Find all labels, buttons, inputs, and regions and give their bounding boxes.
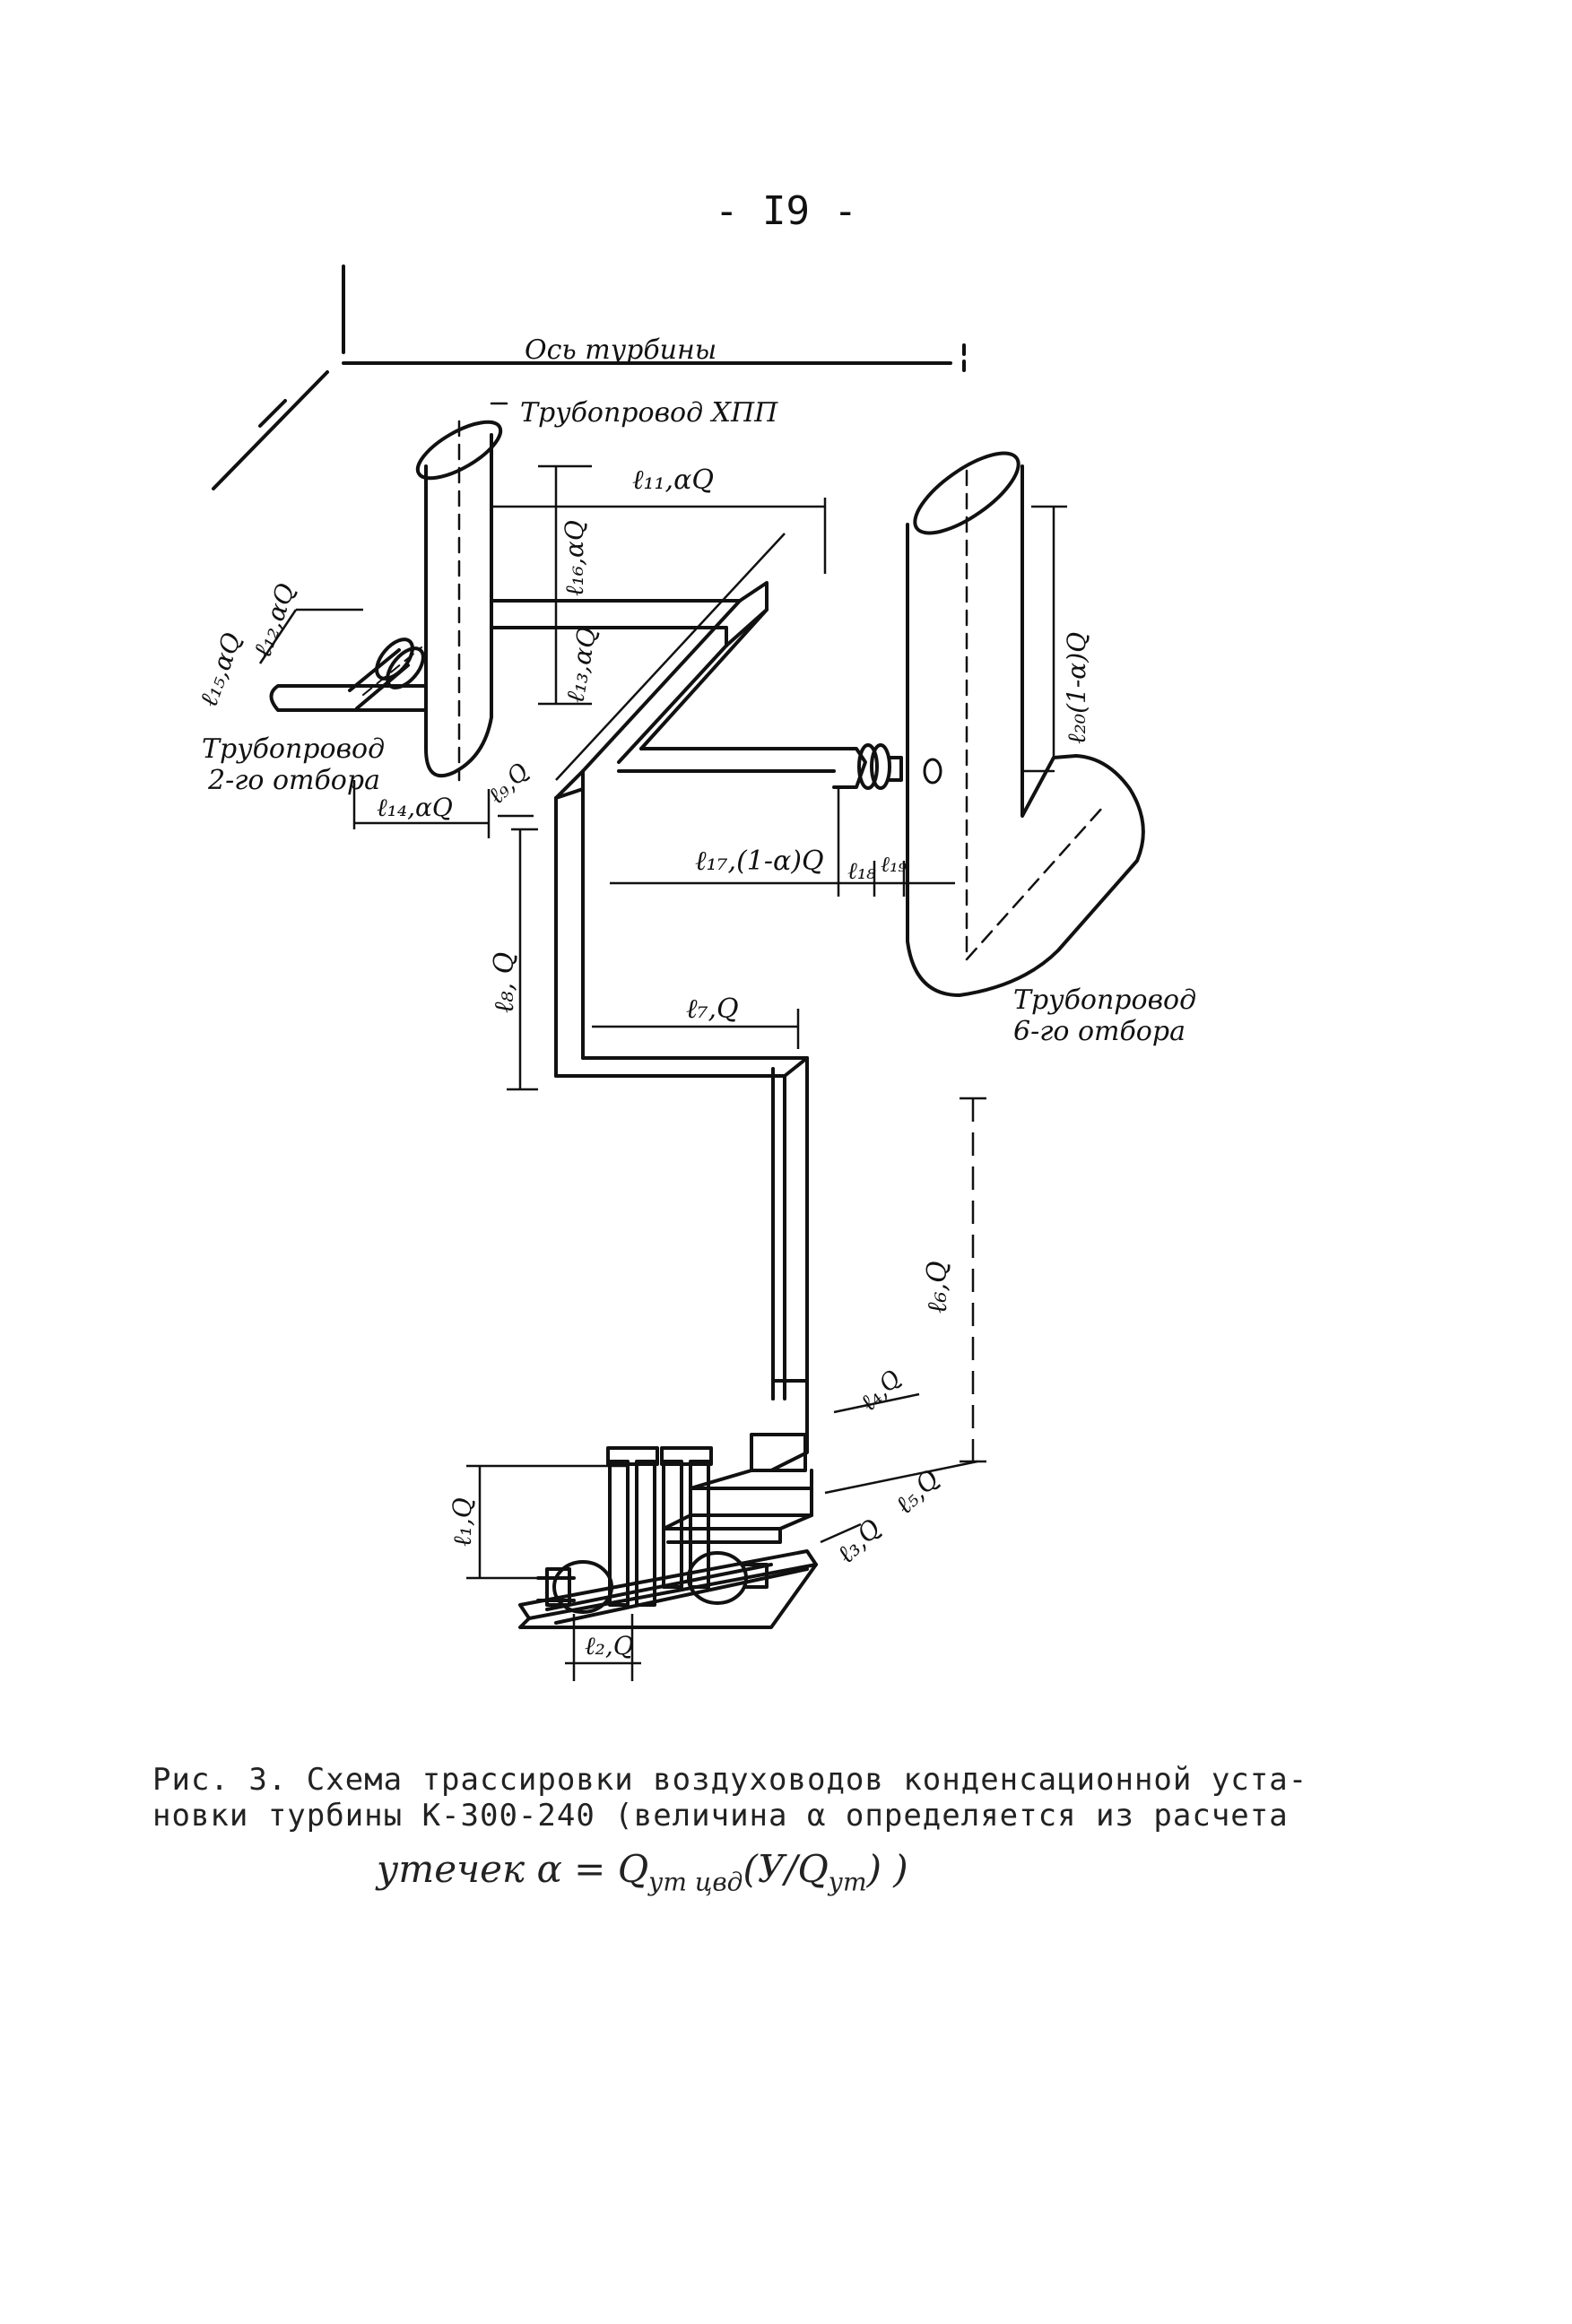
- duct-vertical-riser: [554, 787, 809, 1400]
- label-pipe-6th-line1: Трубопровод: [1013, 984, 1196, 1016]
- turbine-axis-frame: [212, 264, 966, 490]
- pipe-2nd-extraction: [269, 637, 428, 712]
- dim-l3: ℓ₃,Q: [831, 1513, 887, 1569]
- dim-l16: ℓ₁₆,αQ: [560, 520, 589, 596]
- dim-l17: ℓ₁₇,(1-α)Q: [695, 845, 824, 877]
- dim-l11: ℓ₁₁,αQ: [632, 464, 714, 496]
- dim-l18: ℓ₁₈: [847, 858, 876, 885]
- pipe-6th-extraction: [906, 451, 1145, 997]
- dim-l19: ℓ₁₉: [881, 852, 908, 877]
- dim-l9: ℓ₉,Q: [483, 759, 534, 810]
- dimension-lines: [258, 464, 1067, 1681]
- dim-l8: ℓ₈, Q: [489, 952, 520, 1013]
- dim-l12: ℓ₁₂,αQ: [248, 579, 301, 661]
- label-pipe-2nd-line2: 2-го отбора: [207, 765, 380, 796]
- duct-branch-6th: [617, 743, 942, 790]
- figure-caption: Рис. 3. Схема трассировки воздуховодов к…: [152, 1762, 1308, 1834]
- caption-line-3: утечек α = Q: [377, 1847, 649, 1891]
- duct-diagonal: [554, 599, 769, 800]
- caption-line-1: Рис. 3. Схема трассировки воздуховодов к…: [152, 1762, 1308, 1798]
- dim-l6: ℓ₆,Q: [922, 1261, 953, 1314]
- label-turbine-axis: Ось турбины: [525, 334, 717, 366]
- label-cold-reheat-pipe: Трубопровод ХПП: [520, 397, 778, 429]
- dim-l7: ℓ₇,Q: [686, 993, 739, 1025]
- caption-line-3-tail: (У/Q: [743, 1847, 829, 1891]
- duct-upper-horizontal: [490, 581, 769, 647]
- dim-l4: ℓ₄,Q: [855, 1366, 907, 1417]
- dim-l13: ℓ₁₃,αQ: [560, 625, 602, 705]
- ejector-assembly: [518, 1379, 818, 1629]
- dim-l20: ℓ₂₀(1-α)Q: [1062, 632, 1091, 744]
- caption-formula: утечек α = Qут цвд(У/Qут) ): [377, 1847, 908, 1896]
- caption-line-3-sub2: ут: [828, 1867, 867, 1897]
- page-number: - I9 -: [715, 188, 857, 234]
- caption-line-3-end: ) ): [866, 1847, 908, 1891]
- label-pipe-2nd-line1: Трубопровод: [202, 733, 385, 765]
- caption-line-3-sub: ут цвд: [648, 1867, 743, 1897]
- caption-line-2: новки турбины К-300-240 (величина α опре…: [152, 1798, 1289, 1834]
- label-pipe-6th-line2: 6-го отбора: [1013, 1016, 1186, 1047]
- dim-l2: ℓ₂,Q: [585, 1631, 634, 1661]
- cold-reheat-pipe: [415, 402, 508, 782]
- dim-l1: ℓ₁,Q: [447, 1497, 477, 1547]
- dim-l15: ℓ₁₅,αQ: [194, 629, 248, 710]
- dim-l5: ℓ₅,Q: [890, 1464, 945, 1520]
- dim-l14: ℓ₁₄,αQ: [377, 793, 453, 822]
